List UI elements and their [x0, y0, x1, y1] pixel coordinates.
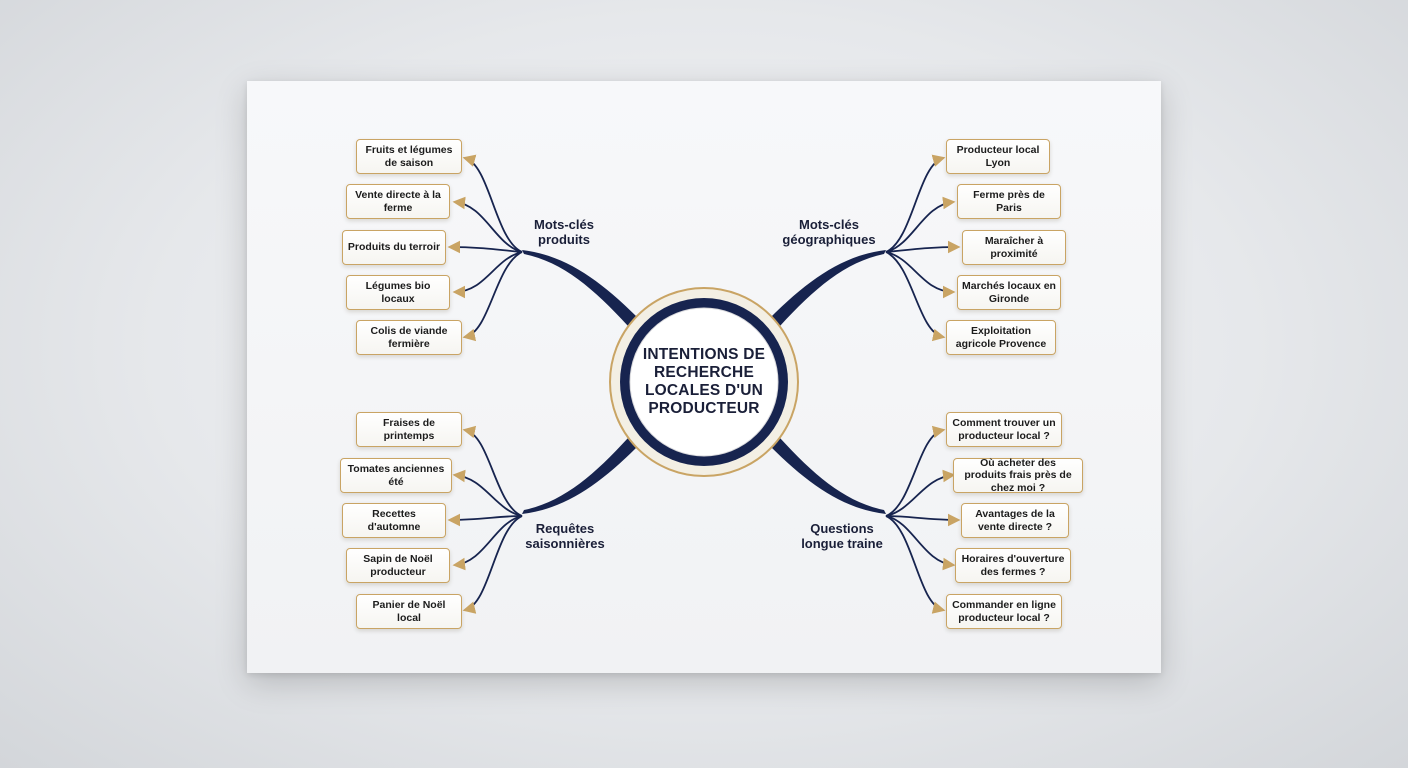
link-products-2	[452, 196, 523, 253]
center-inner-ring	[629, 307, 779, 457]
link-longtail-5	[885, 515, 946, 614]
leaf-geo-3[interactable]: Maraîcher à proximité	[962, 230, 1066, 265]
branch-label-seasonal: Requêtes saisonnières	[525, 521, 605, 551]
leaf-longtail-5[interactable]: Commander en ligne producteur local ?	[946, 594, 1062, 629]
branch-label-geographic: Mots-clés géographiques	[782, 217, 876, 247]
link-seasonal-1	[462, 425, 523, 517]
leaf-longtail-4[interactable]: Horaires d'ouverture des fermes ?	[955, 548, 1071, 583]
leaf-seasonal-5[interactable]: Panier de Noël local	[356, 594, 462, 629]
link-longtail-4	[885, 515, 956, 571]
link-longtail-3	[885, 513, 961, 527]
link-geo-5	[885, 251, 946, 342]
branch-connector-geographic	[770, 250, 886, 326]
leaf-products-5[interactable]: Colis de viande fermière	[356, 320, 462, 355]
link-geo-4	[885, 251, 956, 299]
leaf-seasonal-1[interactable]: Fraises de printemps	[356, 412, 462, 447]
link-products-5	[462, 251, 523, 342]
center-title: INTENTIONS DE RECHERCHE LOCALES D'UN PRO…	[642, 346, 766, 417]
link-products-4	[452, 251, 523, 299]
link-products-3	[447, 240, 523, 254]
branch-connector-products	[522, 250, 638, 326]
link-products-1	[462, 154, 523, 253]
center-node: INTENTIONS DE RECHERCHE LOCALES D'UN PRO…	[610, 288, 798, 476]
link-geo-2	[885, 196, 956, 253]
branch-label-products: Mots-clés produits	[534, 217, 594, 247]
leaf-geo-4[interactable]: Marchés locaux en Gironde	[957, 275, 1061, 310]
leaf-seasonal-2[interactable]: Tomates anciennes été	[340, 458, 452, 493]
link-seasonal-3	[447, 513, 523, 527]
link-geo-1	[885, 154, 946, 253]
link-geo-3	[885, 240, 961, 254]
leaf-products-3[interactable]: Produits du terroir	[342, 230, 446, 265]
link-seasonal-2	[452, 469, 523, 517]
leaf-geo-1[interactable]: Producteur local Lyon	[946, 139, 1050, 174]
branch-connector-longtail	[770, 438, 886, 514]
leaf-products-4[interactable]: Légumes bio locaux	[346, 275, 450, 310]
leaf-longtail-2[interactable]: Où acheter des produits frais près de ch…	[953, 457, 1083, 494]
leaf-geo-2[interactable]: Ferme près de Paris	[957, 184, 1061, 219]
leaf-products-1[interactable]: Fruits et légumes de saison	[356, 139, 462, 174]
link-longtail-1	[885, 425, 946, 517]
link-seasonal-4	[452, 515, 523, 571]
link-longtail-2	[885, 469, 956, 517]
leaf-seasonal-3[interactable]: Recettes d'automne	[342, 503, 446, 538]
leaf-longtail-3[interactable]: Avantages de la vente directe ?	[961, 503, 1069, 538]
leaf-seasonal-4[interactable]: Sapin de Noël producteur	[346, 548, 450, 583]
center-inner-disc	[630, 308, 778, 456]
branch-connector-seasonal	[522, 438, 638, 514]
leaf-longtail-1[interactable]: Comment trouver un producteur local ?	[946, 412, 1062, 447]
link-seasonal-5	[462, 515, 523, 614]
branch-label-longtail: Questions longue traine	[801, 521, 883, 551]
leaf-products-2[interactable]: Vente directe à la ferme	[346, 184, 450, 219]
leaf-geo-5[interactable]: Exploitation agricole Provence	[946, 320, 1056, 355]
